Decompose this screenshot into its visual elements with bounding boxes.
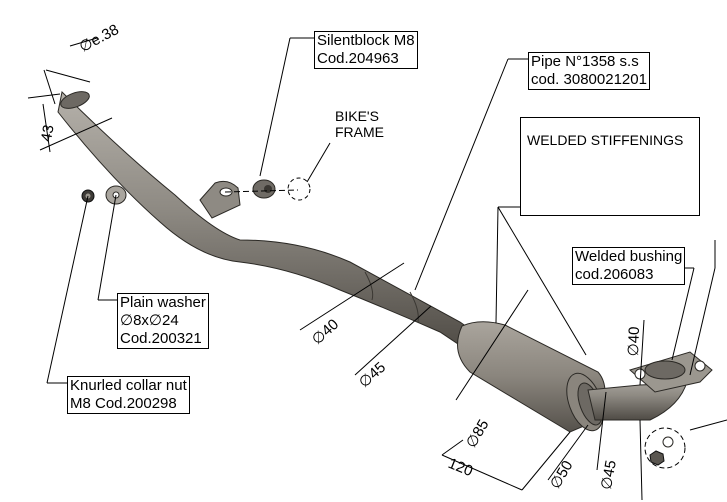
dim-flange-d40: ∅40 [624, 326, 644, 357]
bushing-name: Welded bushing [575, 248, 683, 265]
pipe-callout: Pipe N°1358 s.s cod. 3080021201 [528, 52, 650, 90]
plain-washer-callout: Plain washer ∅8x∅24 Cod.200321 [117, 293, 209, 349]
outlet-pipe [587, 351, 713, 421]
washer-size: ∅8x∅24 [120, 312, 179, 329]
welded-bushing-callout: Welded bushing cod.206083 [572, 247, 686, 285]
knurled-nut-callout: Knurled collar nut M8 Cod.200298 [67, 376, 190, 414]
nut-code: M8 Cod.200298 [70, 395, 177, 412]
silentblock-code: Cod.204963 [317, 50, 399, 67]
pipe-code: cod. 3080021201 [531, 71, 647, 88]
bushing-detail [644, 427, 686, 469]
washer-name: Plain washer [120, 294, 206, 311]
washer-code: Cod.200321 [120, 330, 202, 347]
frame-mount-symbol [287, 177, 311, 201]
dim-inlet-length: 43 [38, 123, 58, 143]
silentblock-part [252, 179, 276, 199]
silentblock-callout: Silentblock M8 Cod.204963 [314, 31, 418, 69]
silentblock-name: Silentblock M8 [317, 32, 415, 49]
leader-lines [27, 37, 727, 501]
nut-name: Knurled collar nut [70, 377, 187, 394]
bikes-frame-line2: FRAME [335, 124, 384, 140]
welded-stiffenings-title: WELDED STIFFENINGS [527, 132, 684, 148]
bikes-frame-label: BIKE'S FRAME [335, 108, 384, 140]
welded-stiffenings-box: WELDED STIFFENINGS [520, 117, 700, 216]
bushing-code: cod.206083 [575, 266, 654, 283]
bikes-frame-line1: BIKE'S [335, 108, 379, 124]
pipe-name: Pipe N°1358 s.s [531, 53, 639, 70]
mount-bracket [199, 180, 241, 219]
